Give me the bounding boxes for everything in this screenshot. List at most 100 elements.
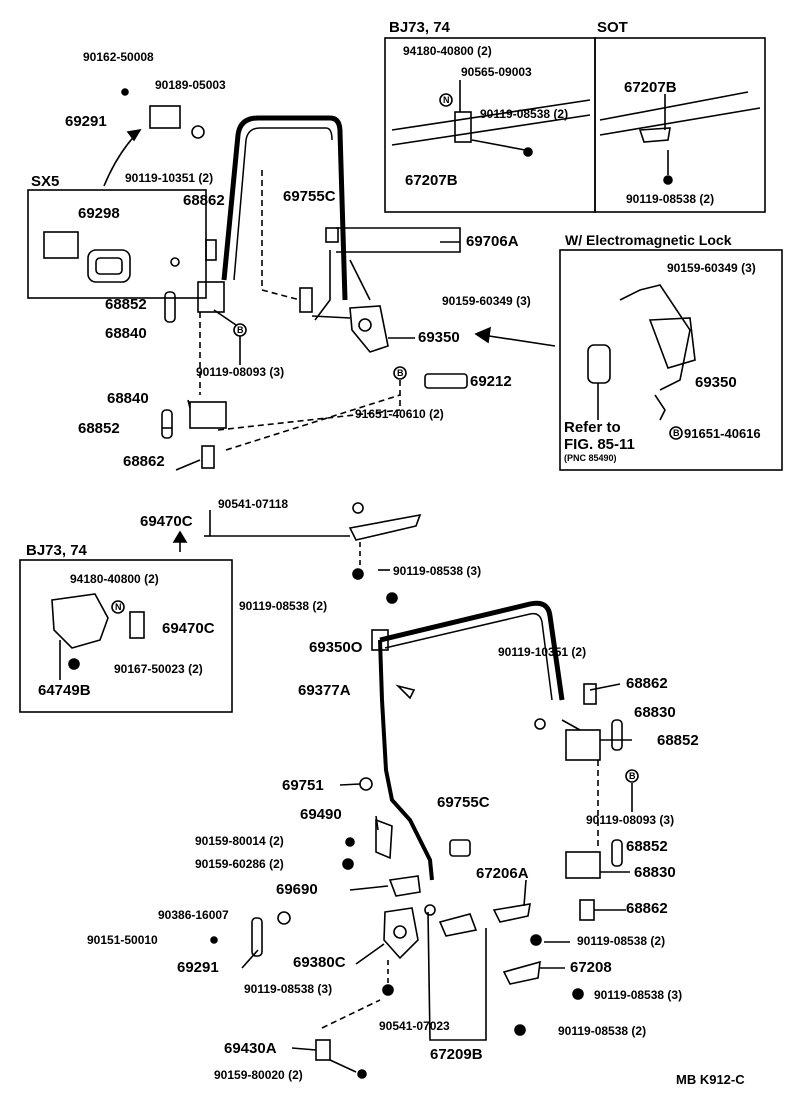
part-label-p59: 90119-08538 (3): [244, 982, 333, 996]
part-68862-lower: [201, 445, 215, 469]
part-label-p51: 67206A: [476, 865, 529, 882]
bracket-69706a: [336, 227, 461, 253]
lower-door-frame: [379, 600, 565, 701]
part-label-p19: 94180-40800 (2): [403, 44, 492, 58]
clip-90189: [191, 125, 205, 139]
part-label-p43: 90119-08093 (3): [586, 813, 675, 827]
sx5-part-right: [87, 249, 131, 283]
part-label-p45: 69755C: [437, 794, 490, 811]
part-label-p49: 68830: [634, 864, 676, 881]
part-label-p65: 90159-80020 (2): [214, 1068, 303, 1082]
bracket-67209b: [427, 911, 487, 1041]
part-label-p28: 90541-07118: [218, 497, 289, 511]
bracket-69470c: [209, 510, 350, 537]
bj-bottom-frame: [19, 559, 233, 713]
refer-line3: (PNC 85490): [564, 453, 617, 463]
part-label-p53: 68862: [626, 900, 668, 917]
marker-b-2: [393, 366, 407, 380]
part-label-p40: 68830: [634, 704, 676, 721]
marker-b4-letter: B: [629, 771, 636, 781]
part-label-p24: 90119-08538 (2): [626, 192, 715, 206]
lower-hinge: [189, 401, 227, 429]
part-label-p6: 68862: [183, 192, 225, 209]
leader-69430a: [329, 1059, 357, 1073]
marker-b-3: [669, 426, 683, 440]
sot-bolt: [663, 175, 673, 185]
part-label-p18: 68862: [123, 453, 165, 470]
lock-69350-hole: [358, 318, 372, 332]
part-label-p44: 69490: [300, 806, 342, 823]
leader-67206a: [523, 879, 527, 907]
leader-69751: [339, 783, 361, 786]
bolt-90119-08538-2-lower: [514, 1024, 526, 1036]
bj-bottom-64749b: [51, 593, 109, 649]
part-69380c: [383, 907, 419, 960]
bolt-90119-08538-3-lower: [572, 988, 584, 1000]
sot-frame-lines: [599, 91, 761, 136]
hinge-68830-lower: [565, 851, 601, 879]
lower-door-frame-inner: [384, 612, 553, 701]
part-label-p61: 90541-07023: [379, 1019, 450, 1033]
part-label-p3: 69291: [65, 113, 107, 130]
part-label-p12: 69350: [418, 329, 460, 346]
part-label-p21: 90119-08538 (2): [480, 107, 569, 121]
bolt-90159-60286: [342, 858, 354, 870]
part-label-p27: 91651-40616: [684, 426, 761, 441]
marker-b1-letter: B: [237, 325, 244, 335]
sx5-part-right-inner: [95, 257, 123, 275]
part-label-p20: 90565-09003: [461, 65, 532, 79]
part-69291-lower: [251, 917, 263, 957]
part-label-p30: 90119-08538 (3): [393, 564, 482, 578]
part-label-p42: 69751: [282, 777, 324, 794]
marker-n-bottom-letter: N: [115, 602, 122, 612]
leader-69380c: [355, 943, 385, 965]
handle-69212: [424, 373, 468, 389]
part-68862-r2: [579, 899, 595, 921]
part-label-p22: 67207B: [405, 172, 458, 189]
bolt-90541-07023: [424, 904, 436, 916]
marker-b-4: [625, 769, 639, 783]
leader-69291-lower: [241, 949, 259, 969]
upper-door-frame-inner: [233, 127, 333, 281]
clip-90386: [277, 911, 291, 925]
bolt-67208: [530, 934, 542, 946]
bolt-90119-10351-r: [534, 718, 546, 730]
bj-inset-frame-lines: [391, 99, 591, 146]
leader-69430a: [291, 1047, 317, 1051]
part-label-p16: 68852: [78, 420, 120, 437]
lower-dash: [225, 394, 401, 451]
heading-emlock: W/ Electromagnetic Lock: [565, 232, 732, 248]
part-label-p64: 67209B: [430, 1046, 483, 1063]
upper-hinge: [197, 281, 225, 313]
bj-inset-leaders: [459, 80, 526, 151]
part-69380c-hole: [393, 925, 407, 939]
dash-69430a: [321, 999, 381, 1029]
part-67208: [502, 960, 541, 985]
part-label-p4: 90119-10351 (2): [125, 171, 214, 185]
dash-91651: [217, 380, 401, 431]
part-label-p2: 90189-05003: [155, 78, 226, 92]
part-69690: [388, 875, 421, 897]
part-label-p5: 69298: [78, 205, 120, 222]
screw-90151: [210, 936, 218, 944]
part-68862-upper: [205, 239, 217, 261]
part-label-p52: 90386-16007: [158, 908, 229, 922]
pin-68852-upper: [164, 291, 176, 323]
frame-end: [561, 719, 581, 731]
sot-67207b: [638, 127, 671, 143]
heading-sot: SOT: [597, 19, 628, 36]
emlock-arrow-head: [474, 326, 491, 344]
part-label-p31: 94180-40800 (2): [70, 572, 159, 586]
part-label-p9: 68852: [105, 296, 147, 313]
part-label-p62: 90119-08538 (2): [558, 1024, 647, 1038]
part-label-p34: 64749B: [38, 682, 91, 699]
part-label-p54: 90151-50010: [87, 933, 158, 947]
part-label-p56: 69291: [177, 959, 219, 976]
emlock-rod: [619, 284, 691, 391]
emlock-69350: [648, 317, 696, 369]
heading-sx5: SX5: [31, 173, 60, 190]
part-69430a: [315, 1039, 331, 1061]
part-label-p35: 90119-08538 (2): [239, 599, 328, 613]
part-69291-top: [149, 105, 181, 129]
